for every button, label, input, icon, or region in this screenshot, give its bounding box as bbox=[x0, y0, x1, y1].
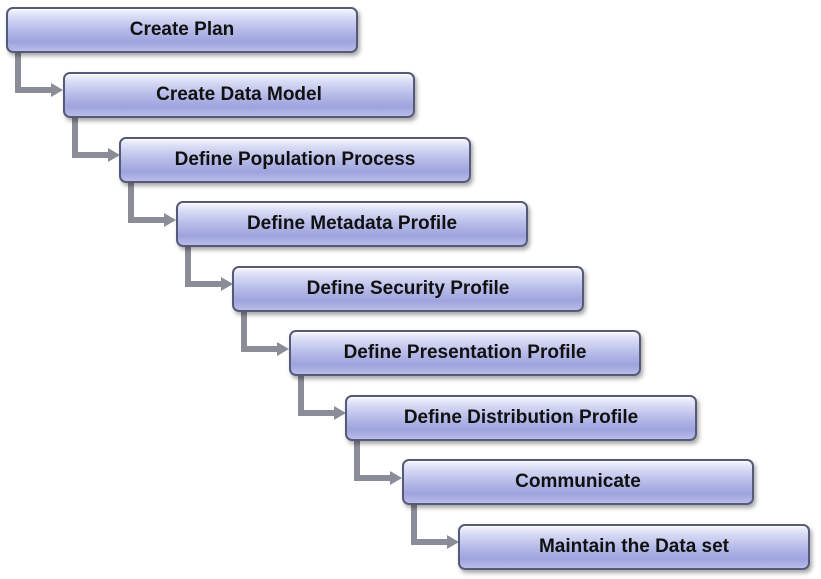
step-label: Define Security Profile bbox=[306, 278, 510, 299]
step-label: Define Presentation Profile bbox=[343, 342, 587, 363]
connector-arrow-5 bbox=[241, 311, 289, 356]
step-maintain-the-data-set: Maintain the Data set bbox=[458, 524, 810, 570]
step-create-plan: Create Plan bbox=[6, 7, 358, 53]
step-define-presentation-profile: Define Presentation Profile bbox=[289, 330, 641, 376]
step-label: Communicate bbox=[515, 471, 641, 492]
step-define-distribution-profile: Define Distribution Profile bbox=[345, 395, 697, 441]
step-define-security-profile: Define Security Profile bbox=[232, 266, 584, 312]
connector-arrow-2 bbox=[72, 117, 120, 162]
step-communicate: Communicate bbox=[402, 459, 754, 505]
step-label: Create Plan bbox=[129, 19, 235, 40]
connector-arrow-4 bbox=[185, 246, 233, 291]
step-label: Create Data Model bbox=[156, 84, 322, 105]
step-label: Define Metadata Profile bbox=[246, 213, 458, 234]
connector-arrow-7 bbox=[354, 440, 402, 485]
step-label: Define Population Process bbox=[174, 149, 416, 170]
connector-arrow-6 bbox=[298, 375, 346, 420]
connector-arrow-8 bbox=[411, 504, 459, 549]
step-define-population-process: Define Population Process bbox=[119, 137, 471, 183]
step-define-metadata-profile: Define Metadata Profile bbox=[176, 201, 528, 247]
step-label: Define Distribution Profile bbox=[403, 407, 639, 428]
step-create-data-model: Create Data Model bbox=[63, 72, 415, 118]
step-label: Maintain the Data set bbox=[538, 536, 730, 557]
connector-arrow-3 bbox=[128, 182, 176, 227]
connector-arrow-1 bbox=[15, 52, 63, 97]
